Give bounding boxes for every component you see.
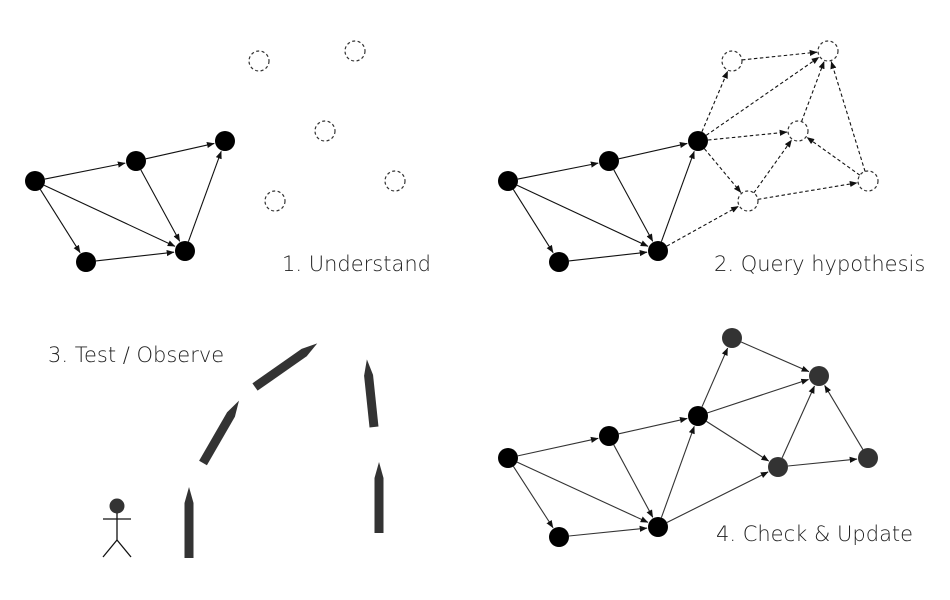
graph-node (549, 527, 569, 547)
graph-node (599, 426, 619, 446)
panel-test-observe: 3. Test / Observe (48, 343, 384, 558)
graph-edge (44, 161, 126, 180)
rocket-icon (199, 400, 239, 466)
graph-edge (39, 189, 81, 254)
graph-node-new (722, 328, 742, 348)
graph-node (498, 171, 518, 191)
graph-node (549, 252, 569, 272)
graph-edge (666, 471, 769, 524)
panel-update-edges (512, 341, 864, 537)
graph-edge (660, 150, 695, 242)
panel-understand-nodes (25, 40, 406, 272)
panel-query-label: 2. Query hypothesis (714, 252, 925, 276)
graph-node-new (768, 457, 788, 477)
graph-node-new (809, 366, 829, 386)
graph-node (688, 406, 708, 426)
graph-node (76, 252, 96, 272)
graph-edge (660, 425, 695, 518)
graph-node (215, 131, 235, 151)
panel-understand-label: 1. Understand (282, 252, 431, 276)
hypothesis-node (817, 40, 839, 62)
hypothesis-edge (741, 49, 818, 61)
panel-query-edges (512, 49, 866, 262)
hypothesis-edge (830, 61, 866, 172)
hypothesis-node (857, 170, 879, 192)
rocket-icon (374, 462, 384, 533)
hypothesis-node (264, 190, 286, 212)
panel-understand: 1. Understand (25, 40, 431, 276)
graph-edge (512, 189, 554, 254)
graph-edge (613, 444, 654, 518)
graph-edge (140, 169, 181, 242)
graph-edge (701, 347, 729, 408)
graph-edge (568, 525, 648, 537)
graph-node (648, 241, 668, 261)
graph-edge (618, 142, 688, 160)
graph-edge (568, 249, 648, 262)
graph-edge (706, 420, 770, 462)
graph-edge (187, 150, 222, 242)
rockets (184, 343, 384, 558)
hypothesis-node (787, 120, 809, 142)
hypothesis-edge (800, 60, 825, 122)
panel-check-update: 4. Check & Update (498, 328, 913, 547)
hypothesis-edge (701, 70, 729, 133)
graph-edge (512, 466, 554, 529)
graph-edge (145, 142, 215, 160)
hypothesis-edge (753, 139, 793, 194)
graph-edge (516, 461, 649, 523)
rocket-icon (252, 343, 318, 391)
graph-edge (95, 249, 175, 262)
graph-node (648, 517, 668, 537)
hypothesis-node (314, 120, 336, 142)
hypothesis-edge (666, 205, 739, 247)
graph-edge (707, 378, 809, 414)
panel-update-label: 4. Check & Update (716, 522, 913, 546)
graph-node (498, 448, 518, 468)
graph-edge (517, 161, 599, 180)
panel-query-hypothesis: 2. Query hypothesis (498, 40, 925, 276)
graph-edge (781, 385, 815, 459)
graph-node (599, 151, 619, 171)
graph-edge (43, 184, 176, 247)
hypothesis-node (248, 50, 270, 72)
hypothesis-edge (806, 136, 861, 176)
hypothesis-node (721, 50, 743, 72)
graph-edge (613, 169, 654, 242)
graph-node (175, 241, 195, 261)
graph-node (688, 131, 708, 151)
graph-node (25, 171, 45, 191)
graph-edge (787, 456, 858, 467)
hypothesis-edge (757, 180, 858, 200)
graph-edge (618, 417, 688, 435)
panel-query-nodes (498, 40, 879, 272)
rocket-icon (184, 487, 194, 558)
graph-node (126, 151, 146, 171)
person-icon (102, 498, 132, 558)
panel-understand-edges (39, 142, 222, 262)
hypothesis-edge (705, 56, 820, 136)
hypothesis-edge (703, 148, 742, 193)
panel-test-label: 3. Test / Observe (48, 343, 224, 367)
panel-update-nodes (498, 328, 878, 547)
graph-edge (516, 184, 649, 247)
hypothesis-edge (707, 129, 788, 141)
hypothesis-node (344, 40, 366, 62)
graph-edge (740, 341, 810, 373)
graph-edge (517, 436, 599, 457)
hypothesis-node (384, 170, 406, 192)
graph-node-new (858, 448, 878, 468)
hypothesis-node (737, 190, 759, 212)
rocket-icon (364, 359, 379, 428)
graph-edge (824, 385, 864, 450)
